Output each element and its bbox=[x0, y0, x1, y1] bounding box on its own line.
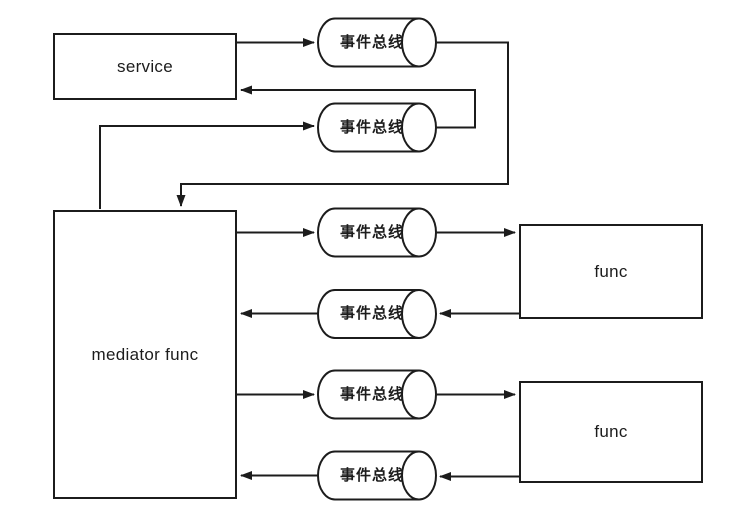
edge-bus1-to-mediator bbox=[176, 41, 509, 207]
event-bus-cylinder-1 bbox=[317, 17, 437, 68]
event-bus-cylinder-5 bbox=[317, 369, 437, 420]
event-bus-cylinder-4 bbox=[317, 289, 437, 339]
event-bus-label-4: 事件总线 bbox=[339, 305, 404, 322]
node-mediator-func: mediator func bbox=[53, 210, 237, 499]
node-mediator-func-label: mediator func bbox=[91, 344, 199, 364]
node-func-bottom: func bbox=[519, 381, 703, 483]
node-service: service bbox=[53, 33, 237, 100]
edge-mediator-to-bus2 bbox=[99, 121, 315, 209]
node-func-top-label: func bbox=[594, 261, 628, 281]
event-bus-cylinder-3 bbox=[317, 207, 437, 258]
event-bus-label-3: 事件总线 bbox=[339, 224, 404, 241]
event-bus-label-1: 事件总线 bbox=[339, 34, 404, 51]
event-bus-cylinder-6 bbox=[317, 450, 437, 501]
edge-bus2-to-service bbox=[240, 85, 476, 129]
node-service-label: service bbox=[117, 56, 173, 76]
node-func-bottom-label: func bbox=[594, 422, 628, 441]
event-bus-label-6: 事件总线 bbox=[339, 467, 404, 484]
event-bus-label-2: 事件总线 bbox=[339, 119, 404, 136]
node-func-top: func bbox=[519, 224, 703, 319]
event-bus-label-5: 事件总线 bbox=[339, 386, 404, 403]
event-bus-cylinder-2 bbox=[317, 102, 437, 153]
